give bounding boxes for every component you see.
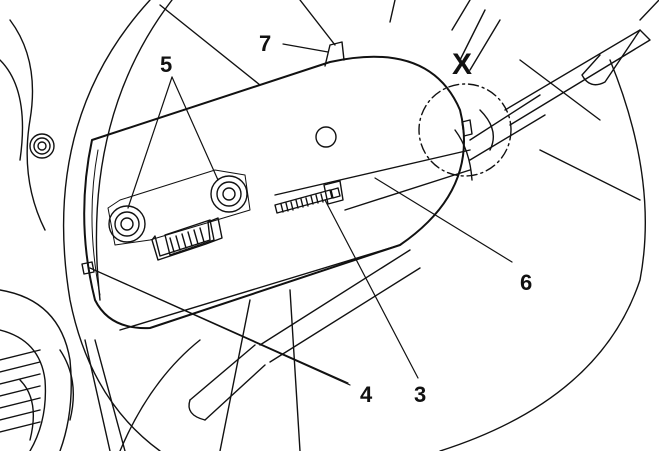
cover-clip [81, 261, 95, 275]
cover-centerline [274, 149, 471, 211]
adjuster-bracket [151, 217, 223, 261]
leader-lines [89, 43, 513, 386]
callout-4: 4 [360, 382, 373, 407]
callout-x: X [452, 48, 472, 81]
detail-circle-x [418, 83, 512, 177]
callout-6: 6 [520, 270, 532, 295]
tension-scale [274, 180, 344, 214]
callout-7: 7 [259, 31, 271, 56]
cover-recess [107, 169, 251, 246]
lower-left-mechanism [0, 339, 126, 451]
callout-3: 3 [414, 382, 426, 407]
cover-hole [315, 126, 337, 148]
left-frame-bolt [29, 133, 55, 159]
screw-right [210, 175, 248, 213]
drive-cover-plate [83, 55, 465, 331]
callout-5: 5 [160, 52, 172, 77]
screw-left [108, 205, 146, 243]
top-tab [324, 41, 345, 67]
tensioner-arm [188, 29, 651, 421]
